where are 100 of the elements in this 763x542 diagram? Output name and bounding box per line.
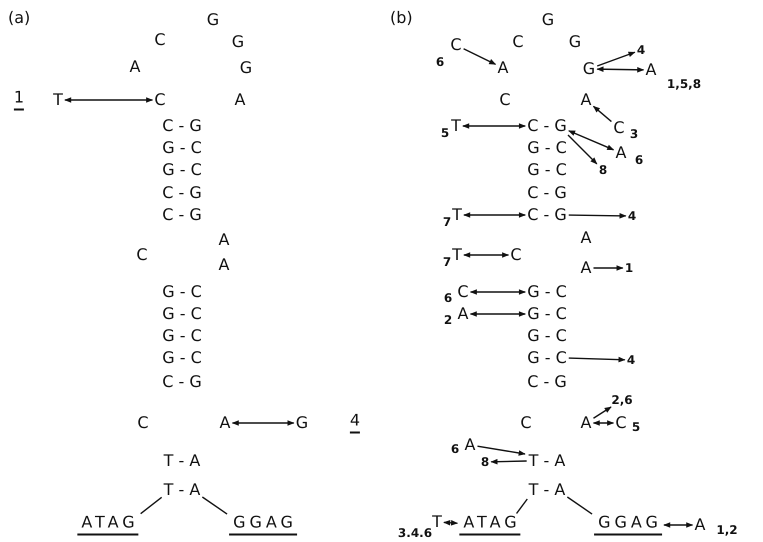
sequence-text: C - G	[162, 118, 202, 134]
base-pair: C - G	[527, 118, 567, 134]
arrow	[596, 66, 644, 73]
annotation-number: 6	[450, 443, 460, 455]
sequence-text: G	[240, 60, 252, 76]
mutant-number: 4	[636, 44, 646, 56]
sequence-text: A	[580, 230, 592, 246]
sequence-text: G - C	[162, 284, 202, 300]
arrow	[568, 130, 614, 150]
arrow	[64, 97, 154, 103]
arrow	[593, 406, 612, 419]
arrow	[568, 213, 627, 219]
sequence-text: G - C	[162, 162, 202, 178]
annotation-number: 6	[444, 292, 452, 304]
sequence-text: C	[136, 247, 148, 263]
base-letter: C	[510, 247, 522, 263]
base-letter: A	[694, 517, 706, 533]
panel-label: (a)	[8, 10, 30, 26]
annotation-number: 2	[444, 314, 452, 326]
arrow	[568, 134, 598, 164]
base-pair: T - A	[528, 482, 566, 498]
sequence-text: G - C	[162, 328, 202, 344]
sequence-text: G - C	[162, 140, 202, 156]
arrow	[462, 123, 526, 129]
sequence-text: C - G	[162, 185, 202, 201]
sequence-text: C - G	[527, 185, 567, 201]
sequence-text: A	[218, 232, 230, 248]
sequence-text: G - C	[162, 350, 202, 366]
sequence-text: G	[568, 34, 582, 50]
sequence-text: C - G	[162, 207, 202, 223]
base-letter: A	[616, 145, 626, 161]
sequence-text: G	[542, 12, 554, 28]
base-letter: A	[498, 60, 508, 76]
arrow	[463, 48, 496, 65]
sequence-text: G - C	[527, 140, 567, 156]
arrow	[443, 520, 458, 526]
annotation-number: 3	[630, 128, 638, 140]
base-letter: T	[452, 247, 462, 263]
base-letter: A	[220, 415, 230, 431]
sequence-text: A	[130, 59, 140, 75]
base-letter: G	[582, 61, 596, 77]
base-letter: C	[457, 284, 469, 300]
sequence-text: C - G	[527, 374, 567, 390]
sequence-text: GGAG	[594, 514, 662, 536]
sequence-text: ATAG	[77, 514, 139, 536]
arrow	[592, 106, 612, 122]
base-letter: T	[451, 118, 461, 134]
base-pair: G - C	[527, 350, 567, 366]
base-letter: C	[154, 92, 166, 108]
base-letter: A	[580, 415, 592, 431]
annotation-number: 3.4.6	[398, 527, 432, 539]
sequence-text: C	[154, 32, 166, 48]
annotation-number: 7	[442, 216, 452, 228]
sequence-text: C	[137, 415, 149, 431]
arrow	[593, 265, 624, 271]
sequence-text: T - A	[164, 453, 200, 469]
base-letter: C	[450, 37, 462, 53]
arrow	[232, 420, 294, 426]
base-letter: T	[432, 514, 442, 530]
mutant-number: 1	[624, 262, 634, 274]
mutant-number: 4	[628, 210, 636, 222]
arrow	[477, 446, 526, 456]
annotation-number: 7	[442, 256, 452, 268]
sequence-text: GGAG	[229, 514, 297, 536]
sequence-text: G - C	[527, 162, 567, 178]
arrow	[463, 212, 526, 218]
arrow	[568, 356, 626, 362]
annotation-number: 1,2	[716, 524, 738, 536]
base-letter: A	[646, 62, 656, 78]
sequence-text: C	[499, 92, 511, 108]
annotation-number: 1,5,8	[666, 78, 702, 90]
base-letter: A	[580, 260, 592, 276]
base-letter: T	[452, 207, 462, 223]
mutant-number: 4	[626, 354, 636, 366]
sequence-text: G - C	[527, 328, 567, 344]
arrow	[490, 458, 527, 464]
sequence-text: G	[232, 34, 244, 50]
base-letter: A	[580, 92, 592, 108]
annotation-number: 6	[436, 56, 444, 68]
arrow	[470, 289, 526, 295]
annotation-number: 5	[632, 421, 640, 433]
sequence-text: G - C	[162, 306, 202, 322]
sequence-text: ATAG	[459, 514, 521, 536]
base-pair: T - A	[528, 453, 566, 469]
mutant-number: 1	[14, 90, 24, 110]
sequence-text: G	[206, 12, 220, 28]
base-letter: C	[615, 415, 627, 431]
arrow	[596, 52, 636, 67]
base-pair: C - G	[527, 207, 567, 223]
annotation-number: 5	[440, 127, 450, 139]
base-letter: A	[458, 306, 468, 322]
sequence-text: C	[512, 34, 524, 50]
sequence-text: C - G	[162, 374, 202, 390]
arrow	[470, 311, 526, 317]
base-pair: G - C	[527, 306, 567, 322]
mutant-number: 4	[350, 412, 360, 434]
arrow	[592, 420, 614, 426]
base-letter: G	[296, 415, 308, 431]
sequence-text: A	[234, 92, 246, 108]
mutant-number: 2,6	[611, 394, 633, 406]
